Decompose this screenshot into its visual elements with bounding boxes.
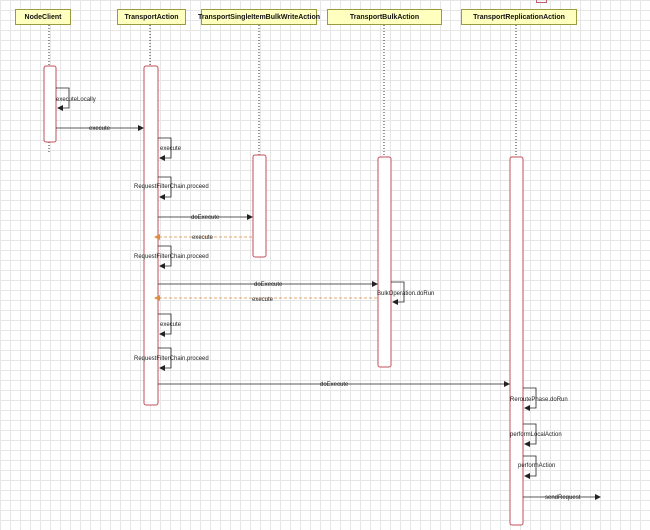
label-performlocalaction: performLocalAction <box>510 432 562 438</box>
label-sendrequest: sendRequest <box>545 495 581 501</box>
label-executelocally: executeLocally <box>56 97 96 103</box>
label-execute-call: execute <box>89 126 111 132</box>
actor-transportbulkaction: TransportBulkAction <box>327 9 442 25</box>
self-call-execute-2 <box>158 313 172 337</box>
label-doexecute-1: doExecute <box>191 215 220 221</box>
activation-transportaction <box>143 65 159 406</box>
label-performaction: performAction <box>518 463 555 469</box>
self-call-proceed-3 <box>158 347 172 371</box>
actor-transportsingleitembulkwriteaction: TransportSingleItemBulkWriteAction <box>198 9 320 25</box>
self-call-performaction <box>523 455 537 479</box>
activation-nodeclient <box>43 65 57 143</box>
actor-transportreplicationaction: TransportReplicationAction <box>461 9 577 25</box>
self-call-proceed-1 <box>158 176 172 200</box>
label-doexecute-3: doExecute <box>320 382 349 388</box>
self-call-proceed-2 <box>158 245 172 269</box>
label-proceed-2: RequestFilterChain.proceed <box>134 254 209 260</box>
label-execute-self-2: execute <box>160 322 182 328</box>
activation-bulk <box>377 156 392 368</box>
label-reroutephase: ReroutePhase.doRun <box>510 397 568 403</box>
label-bulkoperation: BulkOperation.doRun <box>377 291 434 297</box>
actor-transportaction: TransportAction <box>117 9 186 25</box>
label-doexecute-2: doExecute <box>254 282 283 288</box>
self-call-executelocally <box>56 87 70 111</box>
label-proceed-3: RequestFilterChain.proceed <box>134 356 209 362</box>
corner-mark <box>536 0 547 3</box>
self-call-reroutephase <box>523 387 537 411</box>
label-return-execute-2: execute <box>252 297 274 303</box>
label-proceed-1: RequestFilterChain.proceed <box>134 184 209 190</box>
label-execute-self-1: execute <box>160 146 182 152</box>
label-return-execute-1: execute <box>192 235 214 241</box>
self-call-execute-1 <box>158 137 172 161</box>
self-call-performlocalaction <box>523 423 537 447</box>
self-call-bulkoperation <box>391 281 405 305</box>
activation-replication <box>509 156 524 526</box>
actor-nodeclient: NodeClient <box>15 9 71 25</box>
activation-singleitem <box>252 154 267 258</box>
